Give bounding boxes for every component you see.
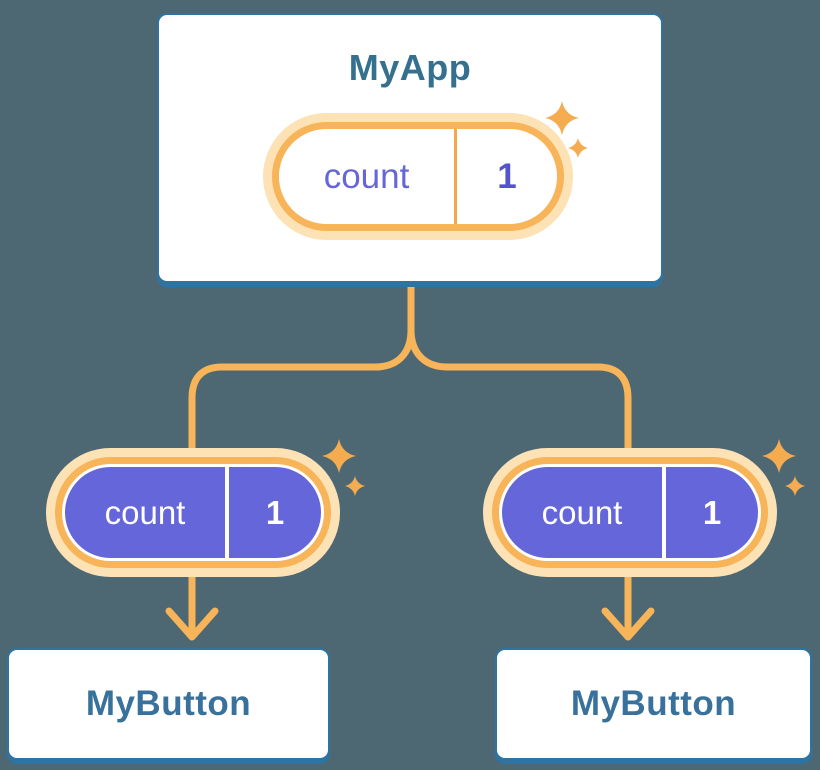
- child-left-state-pill: count 1: [46, 448, 340, 577]
- state-value-label: 1: [702, 493, 722, 531]
- state-key-label: count: [541, 493, 623, 531]
- state-pill-body: count 1: [65, 467, 321, 558]
- child-component-title: MyButton: [85, 684, 252, 723]
- state-value-label: 1: [497, 156, 517, 196]
- state-pill-divider: [662, 467, 666, 558]
- sparkle-icon: [322, 439, 365, 496]
- state-key-label: count: [323, 156, 410, 196]
- component-card-child-left: MyButton: [7, 648, 330, 760]
- child-right-state-pill: count 1: [483, 448, 777, 577]
- state-pill-ring: count 1: [55, 457, 331, 568]
- state-pill-body: count 1: [279, 129, 557, 224]
- state-key-label: count: [104, 493, 186, 531]
- sparkle-icon: [762, 439, 805, 496]
- state-pill-ring: count 1: [492, 457, 768, 568]
- state-value-label: 1: [265, 493, 285, 531]
- root-state-pill: count 1: [263, 113, 573, 240]
- state-pill-divider: [454, 129, 457, 224]
- state-pill-body: count 1: [502, 467, 758, 558]
- sparkle-icon: [545, 101, 588, 158]
- arrowhead-left: [165, 607, 219, 641]
- state-pill-divider: [225, 467, 229, 558]
- component-card-child-right: MyButton: [495, 648, 812, 760]
- component-card-root: MyApp count 1: [157, 13, 663, 283]
- child-component-title: MyButton: [570, 684, 737, 723]
- arrowhead-right: [601, 607, 655, 641]
- root-component-title: MyApp: [348, 47, 472, 88]
- state-pill-ring: count 1: [272, 122, 564, 231]
